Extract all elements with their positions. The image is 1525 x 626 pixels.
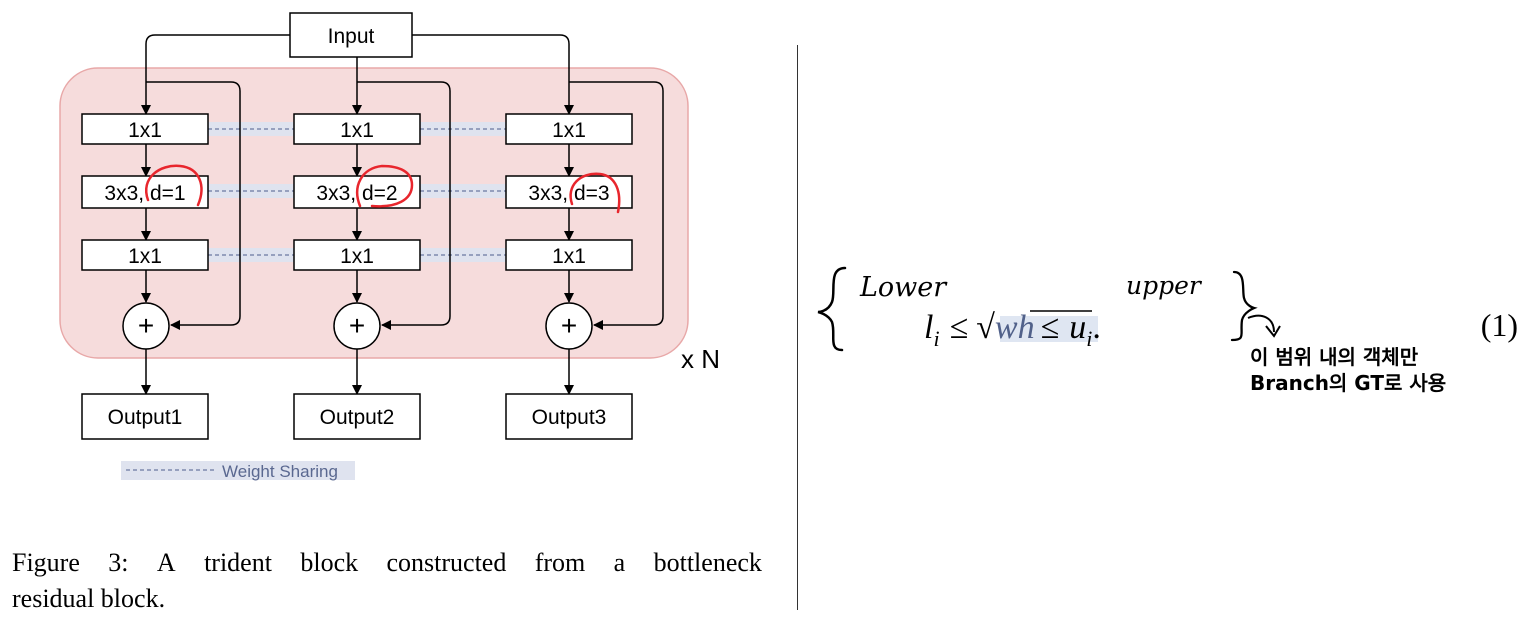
conv-1x1-top-label: 1x1 xyxy=(340,119,374,142)
caption-line-2: residual block. xyxy=(12,584,166,613)
conv-3x3 xyxy=(505,175,633,209)
equation: Lower upper li≤√wh≤ui. (1) 이 범위 내의 객체만 B… xyxy=(817,266,1518,395)
curved-arrow-head xyxy=(1265,325,1281,338)
formula-u-sub: i xyxy=(1086,326,1092,351)
output-label: Output1 xyxy=(108,406,183,429)
left-curly-brace xyxy=(817,266,847,352)
note-upper: upper xyxy=(1126,271,1203,300)
note-line1: 이 범위 내의 객체만 xyxy=(1250,345,1419,369)
legend-label: Weight Sharing xyxy=(222,462,338,481)
conv-1x1-bottom-label: 1x1 xyxy=(340,245,374,268)
formula-leq2: ≤ xyxy=(1041,309,1060,346)
output-label: Output3 xyxy=(532,406,607,429)
caption-word: trident xyxy=(204,548,272,577)
input-label: Input xyxy=(328,25,375,48)
column-3: 1x1 3x3, d=3 1x1 + Output3 xyxy=(505,113,633,440)
right-curly-brace xyxy=(1230,270,1258,342)
conv-1x1-top xyxy=(505,113,633,145)
branch-right xyxy=(412,34,574,115)
column-2: 1x1 3x3, d=2 1x1 + Output2 xyxy=(293,113,421,440)
highlight xyxy=(1000,316,1098,342)
skip-right xyxy=(569,81,664,330)
formula-u: u xyxy=(1069,309,1086,346)
conv-1x1-top xyxy=(293,113,421,145)
conv-1x1-bottom-label: 1x1 xyxy=(552,245,586,268)
annotation-circle-d3 xyxy=(569,172,621,214)
conv-3x3-label: 3x3, d=3 xyxy=(528,182,609,205)
conv-3x3-label: 3x3, d=1 xyxy=(104,182,185,205)
legend-band xyxy=(121,461,355,480)
caption-word: a xyxy=(613,548,626,577)
note-lower: Lower xyxy=(859,272,948,303)
conv-1x1-bottom xyxy=(293,239,421,271)
conv-1x1-top-label: 1x1 xyxy=(552,119,586,142)
conv-1x1-bottom xyxy=(81,239,209,271)
weight-sharing-links xyxy=(208,122,506,262)
caption-word: constructed xyxy=(386,548,507,577)
plus-sign: + xyxy=(138,310,154,341)
red-annotations xyxy=(145,164,621,214)
column-divider xyxy=(797,45,798,610)
formula: li≤√wh≤ui. xyxy=(924,309,1101,351)
skip-middle xyxy=(357,81,451,330)
input-branches xyxy=(141,34,574,115)
formula-l-sub: i xyxy=(933,326,939,351)
formula-period: . xyxy=(1092,309,1101,346)
caption-word: Figure xyxy=(12,548,80,577)
caption-word: A xyxy=(156,548,176,577)
conv-1x1-top-label: 1x1 xyxy=(128,119,162,142)
formula-leq1: ≤ xyxy=(950,309,969,346)
curved-arrow xyxy=(1247,314,1275,333)
annotation-circle-d1 xyxy=(145,164,203,207)
plus-sign: + xyxy=(561,310,577,341)
equation-number: (1) xyxy=(1481,307,1518,343)
figure-caption: Figure 3: A trident block constructed fr… xyxy=(12,545,762,617)
repeat-label: x N xyxy=(681,344,720,374)
annotation-circle-d2 xyxy=(356,164,414,208)
caption-word: block xyxy=(300,548,359,577)
input-box xyxy=(289,12,413,58)
note-line2: Branch의 GT로 사용 xyxy=(1250,371,1446,395)
caption-line-1: Figure 3: A trident block constructed fr… xyxy=(12,545,762,581)
formula-radical: √ xyxy=(976,309,995,346)
skip-connections xyxy=(146,81,664,330)
skip-left xyxy=(146,81,241,330)
formula-wh: wh xyxy=(995,309,1035,346)
output-label: Output2 xyxy=(320,406,395,429)
conv-1x1-bottom-label: 1x1 xyxy=(128,245,162,268)
output-box xyxy=(293,393,421,440)
caption-word: 3: xyxy=(108,548,129,577)
legend: Weight Sharing xyxy=(121,461,355,481)
output-box xyxy=(505,393,633,440)
conv-1x1-bottom xyxy=(505,239,633,271)
conv-1x1-top xyxy=(81,113,209,145)
plus-sign: + xyxy=(349,310,365,341)
caption-word: bottleneck xyxy=(653,548,762,577)
formula-l: l xyxy=(924,309,933,346)
caption-word: from xyxy=(534,548,586,577)
output-box xyxy=(81,393,209,440)
branch-left xyxy=(141,34,290,115)
